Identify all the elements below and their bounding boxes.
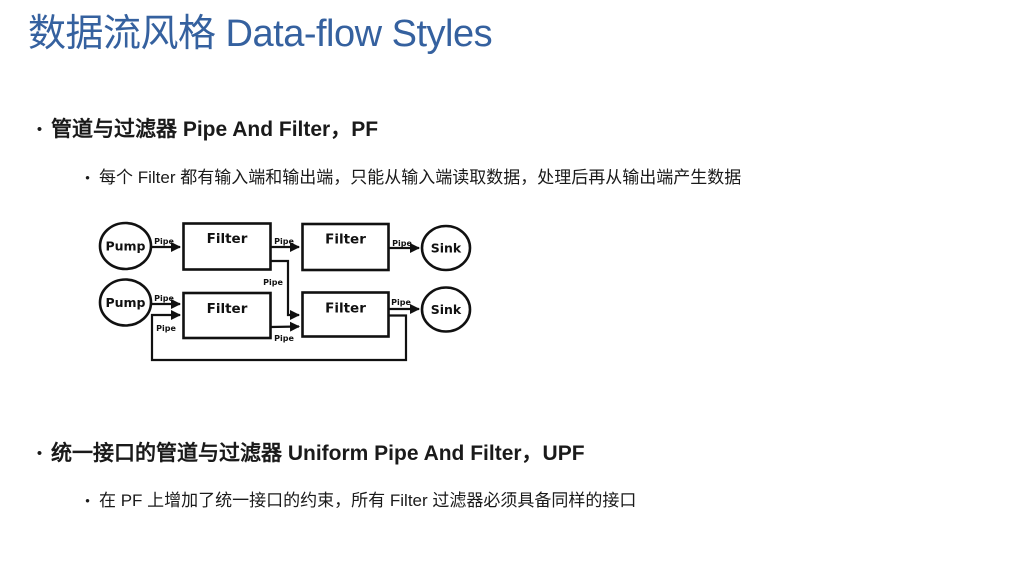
pipe-label: Pipe xyxy=(274,237,294,246)
filter-node-bottom-left xyxy=(182,291,272,340)
pipe-filter-diagram: Pump Filter Filter Sink Pump Filter Filt… xyxy=(98,221,472,362)
slide-title: 数据流风格 Data-flow Styles xyxy=(28,13,493,55)
sink-node-top xyxy=(420,224,472,272)
pipe-label: Pipe xyxy=(154,237,174,246)
pump-node-bottom xyxy=(98,278,153,327)
bullet-dot: • xyxy=(85,170,90,185)
bullet-pipe-and-filter-label: 管道与过滤器 Pipe And Filter，PF xyxy=(51,118,379,141)
filter-bottom-left-label: Filter xyxy=(207,301,248,317)
bullet-dot: • xyxy=(36,445,43,462)
filter-node-bottom-right xyxy=(301,291,390,338)
sink-node-bottom xyxy=(420,286,472,333)
filter-top-right-label: Filter xyxy=(325,232,366,248)
pump-node-top xyxy=(98,221,153,271)
pipe-label: Pipe xyxy=(274,334,294,343)
pipe-arrow-filter1-filter4 xyxy=(270,259,300,320)
bullet-uniform-pipe-and-filter: • 统一接口的管道与过滤器 Uniform Pipe And Filter，UP… xyxy=(28,441,585,466)
pump-top-label: Pump xyxy=(105,239,145,254)
pump-bottom-label: Pump xyxy=(105,295,145,310)
subbullet-upf-description: • 在 PF 上增加了统一接口的约束，所有 Filter 过滤器必须具备同样的接… xyxy=(76,489,636,512)
sink-bottom-label: Sink xyxy=(431,302,462,317)
pipe-label: Pipe xyxy=(156,324,176,333)
subbullet-filter-description-label: 每个 Filter 都有输入端和输出端，只能从输入端读取数据，处理后再从输出端产… xyxy=(99,168,742,187)
subbullet-upf-description-label: 在 PF 上增加了统一接口的约束，所有 Filter 过滤器必须具备同样的接口 xyxy=(99,491,637,510)
bullet-dot: • xyxy=(85,493,90,508)
bullet-dot: • xyxy=(36,121,43,138)
subbullet-filter-description: • 每个 Filter 都有输入端和输出端，只能从输入端读取数据，处理后再从输出… xyxy=(76,166,741,189)
bullet-uniform-pipe-and-filter-label: 统一接口的管道与过滤器 Uniform Pipe And Filter，UPF xyxy=(51,442,585,465)
bullet-pipe-and-filter: • 管道与过滤器 Pipe And Filter，PF xyxy=(28,117,378,142)
filter-node-top-left xyxy=(182,222,272,271)
filter-bottom-right-label: Filter xyxy=(325,301,366,317)
pipe-arrow-filter3-filter4 xyxy=(270,321,300,332)
filter-top-left-label: Filter xyxy=(207,231,248,247)
pipe-label: Pipe xyxy=(392,239,412,248)
pipe-label: Pipe xyxy=(154,294,174,303)
pipe-label: Pipe xyxy=(391,298,411,307)
pipe-arrow-feedback-loop xyxy=(150,310,408,362)
pipe-label: Pipe xyxy=(263,278,283,287)
filter-node-top-right xyxy=(301,222,390,272)
sink-top-label: Sink xyxy=(431,241,462,256)
